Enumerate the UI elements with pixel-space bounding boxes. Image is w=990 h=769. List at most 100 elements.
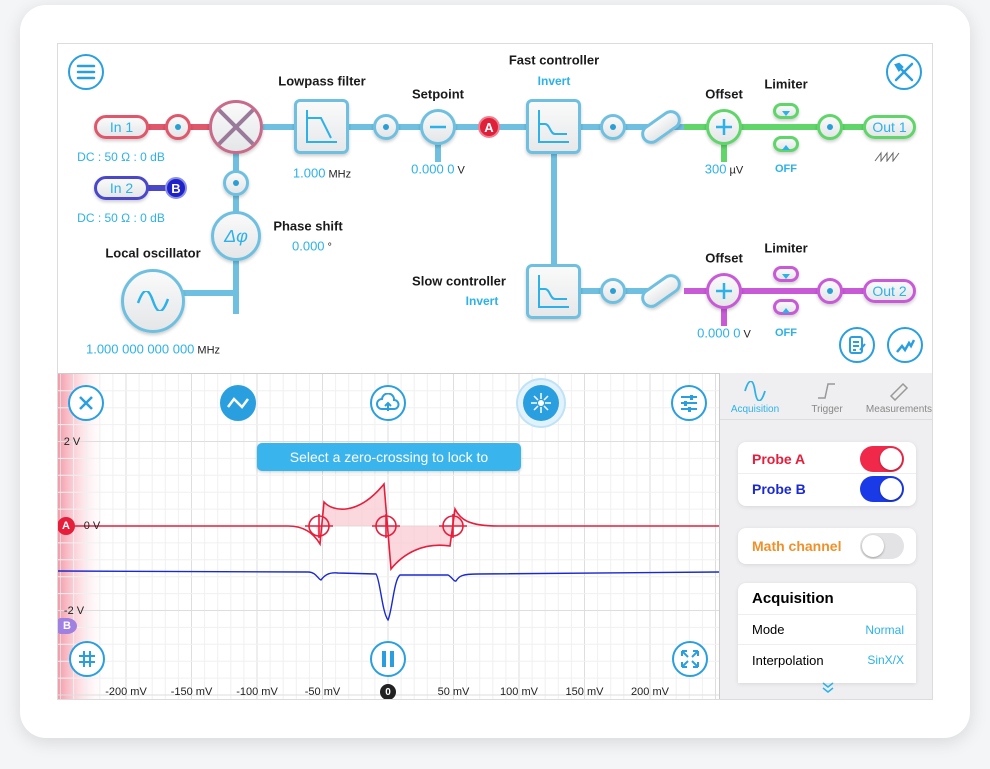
setpoint-subtract-button[interactable]: [420, 109, 456, 145]
probe-a-toggle[interactable]: [860, 445, 904, 472]
probe-a-badge[interactable]: A: [478, 116, 500, 138]
output-2-button[interactable]: Out 2: [863, 279, 916, 303]
in2-info[interactable]: DC : 50 Ω : 0 dB: [77, 211, 165, 225]
expand-icon: [681, 650, 699, 668]
limiter1-state[interactable]: OFF: [775, 163, 797, 175]
settings-sliders-button[interactable]: [671, 385, 707, 421]
fast-invert[interactable]: Invert: [537, 74, 571, 88]
out1-wire: [684, 124, 884, 130]
probe-a-marker[interactable]: A: [58, 517, 75, 535]
x-tick-label: -150 mV: [170, 686, 213, 698]
cloud-upload-icon: [376, 393, 400, 411]
notes-icon: [849, 336, 866, 354]
scope-plot[interactable]: [58, 374, 719, 700]
limiter1-down[interactable]: [773, 103, 799, 119]
slow-invert[interactable]: Invert: [465, 294, 499, 308]
offset1-stem: [721, 134, 727, 162]
local-oscillator-button[interactable]: [121, 269, 185, 333]
mode-label: Mode: [752, 622, 785, 637]
tab-acquisition[interactable]: Acquisition: [720, 381, 790, 415]
limiter2-up[interactable]: [773, 299, 799, 315]
notes-button[interactable]: [839, 327, 875, 363]
phase-shift-button[interactable]: Δφ: [211, 211, 261, 261]
out2-switch[interactable]: [637, 270, 685, 312]
mode-value[interactable]: Normal: [865, 622, 904, 637]
tab-measurements[interactable]: Measurements: [864, 381, 932, 415]
phase-node[interactable]: [223, 170, 249, 196]
setpoint-stem: [435, 134, 441, 162]
out2-node[interactable]: [817, 278, 843, 304]
interpolation-value[interactable]: SinX/X: [867, 653, 904, 667]
trace-probe-b: [58, 570, 719, 622]
input-1-button[interactable]: In 1: [94, 115, 149, 139]
limiter1-title: Limiter: [764, 76, 808, 92]
lowpass-filter-button[interactable]: [294, 99, 349, 154]
sine-icon: [744, 381, 766, 401]
fullscreen-button[interactable]: [672, 641, 708, 677]
input-2-button[interactable]: In 2: [94, 176, 149, 200]
y-label-0v: 0 V: [83, 520, 101, 532]
in1-node[interactable]: [165, 114, 191, 140]
offset-1-button[interactable]: [706, 109, 742, 145]
slow-controller-button[interactable]: [526, 264, 581, 319]
setpoint-node[interactable]: [373, 114, 399, 140]
fast-slow-wire: [551, 144, 557, 304]
ruler-icon: [889, 382, 909, 401]
scope-grid: [58, 374, 719, 699]
mode-row[interactable]: Mode Normal: [738, 615, 916, 645]
probe-b-marker[interactable]: B: [58, 618, 77, 634]
mixer[interactable]: [209, 100, 263, 154]
acquisition-heading: Acquisition: [738, 583, 916, 615]
slow-title: Slow controller: [412, 273, 506, 289]
slow-output-node[interactable]: [600, 278, 626, 304]
math-toggle[interactable]: [860, 533, 904, 559]
limiter1-up[interactable]: [773, 136, 799, 152]
upload-button[interactable]: [370, 385, 406, 421]
probe-b-toggle[interactable]: [860, 476, 904, 502]
pause-button[interactable]: [370, 641, 406, 677]
math-label: Math channel: [752, 538, 842, 554]
limiter2-state[interactable]: OFF: [775, 327, 797, 339]
zero-crossing-markers[interactable]: [305, 514, 467, 538]
offset-2-button[interactable]: [706, 273, 742, 309]
grid-button[interactable]: [69, 641, 105, 677]
in2-label: In 2: [109, 180, 134, 196]
oscilloscope[interactable]: 2 V 0 V -2 V A B -200 mV-150 mV-100 mV-5…: [58, 373, 719, 700]
fast-controller-button[interactable]: [526, 99, 581, 154]
chart-button[interactable]: [887, 327, 923, 363]
output-1-button[interactable]: Out 1: [863, 115, 916, 139]
close-scope-button[interactable]: [68, 385, 104, 421]
x-tick-label: -50 mV: [304, 686, 341, 698]
in1-info[interactable]: DC : 50 Ω : 0 dB: [77, 150, 165, 164]
chevron-double-down-icon[interactable]: [821, 681, 835, 695]
probe-a-row: Probe A: [738, 444, 916, 474]
lock-button[interactable]: [523, 385, 559, 421]
probe-b-badge[interactable]: B: [165, 177, 187, 199]
out1-node[interactable]: [817, 114, 843, 140]
offset2-stem: [721, 298, 727, 326]
phase-value[interactable]: 0.000°: [292, 238, 332, 254]
tab-trigger[interactable]: Trigger: [792, 381, 862, 415]
offset1-title: Offset: [705, 86, 743, 102]
fast-output-node[interactable]: [600, 114, 626, 140]
math-card: Math channel: [738, 528, 916, 564]
menu-button[interactable]: [68, 54, 104, 90]
waveform-button[interactable]: [220, 385, 256, 421]
app-screen: In 1 DC : 50 Ω : 0 dB In 2 DC : 50 Ω : 0…: [57, 43, 933, 700]
tools-button[interactable]: [886, 54, 922, 90]
limiter2-down[interactable]: [773, 266, 799, 282]
lock-hint-banner: Select a zero-crossing to lock to: [257, 443, 521, 471]
math-row: Math channel: [738, 531, 916, 561]
zero-marker[interactable]: 0: [380, 684, 396, 699]
in1-label: In 1: [109, 119, 134, 135]
plus-icon: [716, 283, 732, 299]
triangle-up-icon: [782, 145, 790, 150]
out1-switch[interactable]: [637, 106, 685, 148]
